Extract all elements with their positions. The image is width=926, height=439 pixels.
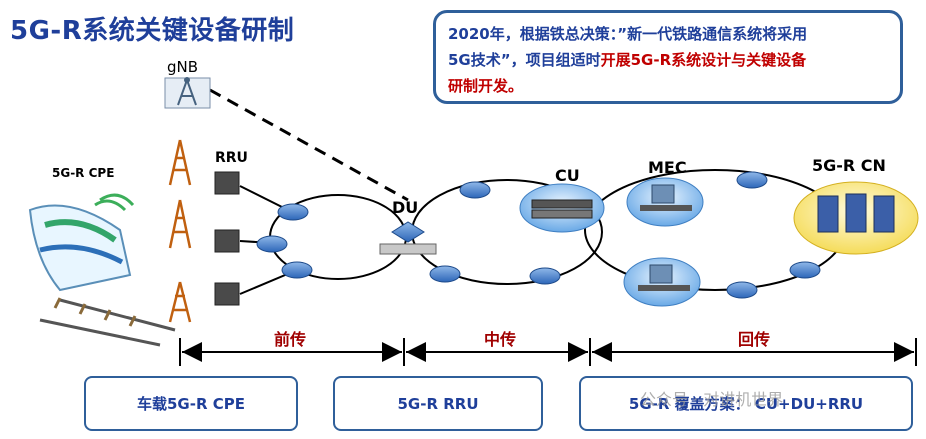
cn-label: 5G-R CN (812, 156, 886, 175)
callout-line-3: 研制开发。 (448, 77, 524, 95)
page-title: 5G-R系统关键设备研制 (10, 16, 295, 46)
antenna-tower-icon (168, 139, 192, 323)
callout-line-1: 2020年，根据铁总决策：”新一代铁路通信系统将采用 (448, 25, 808, 43)
gnb-label: gNB (167, 58, 199, 76)
cpe-box: 车载5G-R CPE (84, 376, 298, 431)
cu-cloud-icon (519, 183, 605, 233)
callout-line-2-a: 5G技术”，项目组适时 (448, 51, 601, 69)
back-segment-label: 回传 (738, 330, 771, 349)
coverage-box: 5G-R 覆盖方案： CU+DU+RRU (579, 376, 913, 431)
du-label: DU (392, 198, 419, 217)
mid-segment-label: 中传 (484, 330, 517, 349)
gnb-icon (164, 77, 211, 109)
callout-line-2-b: 开展5G-R系统设计与关键设备 (600, 51, 807, 69)
gnb-du-link (209, 88, 409, 202)
rru-label: RRU (215, 150, 248, 166)
front-segment-label: 前传 (274, 330, 307, 349)
watermark: 公众号 · 对讲机世界 (640, 390, 784, 409)
cpe-label: 5G-R CPE (52, 166, 115, 180)
mec-label: MEC (648, 158, 687, 177)
cn-cloud-icon (793, 181, 919, 255)
train-icon (28, 193, 176, 347)
mec-cloud-icon (623, 177, 704, 307)
rru-box-icon (214, 171, 240, 306)
callout-line-2: 5G技术”，项目组适时开展5G-R系统设计与关键设备 (448, 47, 888, 73)
decision-callout: 2020年，根据铁总决策：”新一代铁路通信系统将采用 5G技术”，项目组适时开展… (433, 10, 903, 104)
rru-box: 5G-R RRU (333, 376, 543, 431)
du-device-icon (379, 221, 437, 255)
router-icon (256, 171, 821, 299)
cu-label: CU (555, 166, 580, 185)
